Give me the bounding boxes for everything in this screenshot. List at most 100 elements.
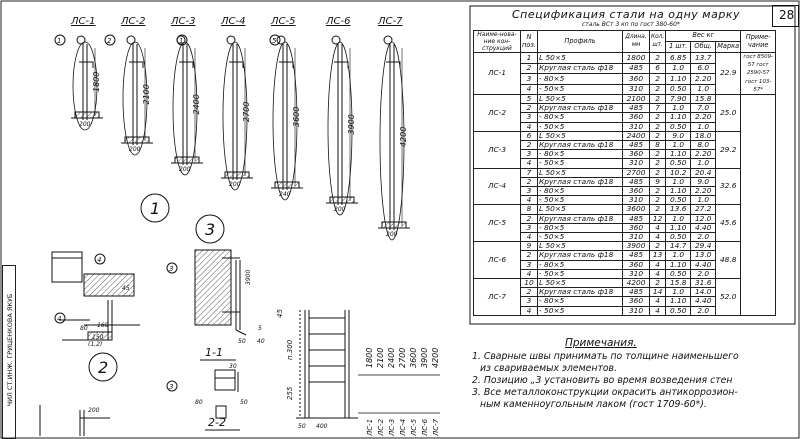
column-mark-label: ЛС-2	[120, 16, 145, 27]
table-cell: 310	[622, 121, 650, 132]
svg-text:45: 45	[122, 285, 130, 292]
table-cell: 360	[622, 73, 650, 85]
table-cell: 1.0	[665, 213, 692, 224]
brand-weight-cell: 45.6	[715, 204, 742, 243]
table-cell: 2	[648, 121, 667, 132]
svg-text:4: 4	[57, 315, 61, 323]
table-cell: 2	[648, 167, 667, 178]
table-cell: 4	[520, 83, 538, 95]
table-cell: 4	[520, 305, 538, 316]
table-cell: 1.10	[665, 73, 692, 85]
table-cell: 3	[520, 259, 538, 270]
column-height: 4200	[399, 127, 408, 147]
svg-text:200: 200	[88, 407, 100, 414]
callout-number: 1	[179, 37, 183, 45]
svg-text:3900: 3900	[245, 270, 252, 285]
table-cell: 1800	[622, 52, 650, 64]
note-line: 3. Все металлоконструкции окрасить антик…	[472, 387, 738, 398]
page-number-box	[772, 5, 799, 27]
table-cell: 6.0	[690, 62, 717, 74]
base-dimension: 240	[279, 191, 291, 198]
note-line: из свариваемых элементов.	[480, 363, 617, 374]
base-dimension: 200	[79, 121, 91, 128]
ladder-mark: ЛС-2	[377, 418, 385, 437]
svg-text:3: 3	[169, 265, 173, 273]
table-cell: Круглая сталь ф18	[537, 250, 623, 261]
column-base-plate	[224, 171, 250, 179]
svg-text:150: 150	[92, 334, 104, 341]
table-cell: 1.10	[665, 296, 692, 307]
page-number: 28	[779, 8, 795, 22]
table-cell: 2.20	[690, 73, 717, 85]
ladder-mark: ЛС-3	[388, 419, 396, 437]
column-mark-label: ЛС-3	[170, 16, 195, 27]
mark-cell: ЛС-7	[473, 278, 521, 316]
table-cell: 310	[622, 158, 650, 169]
table-cell: 4	[520, 158, 538, 169]
column-mark-label: ЛС-5	[270, 16, 295, 27]
table-cell: 10.2	[665, 167, 692, 178]
column-elevations: 2001800200210020024002002700240360020039…	[54, 34, 410, 241]
ladder-height: 2700	[398, 348, 407, 368]
svg-text:п.300: п.300	[286, 339, 294, 360]
table-cell: 1.0	[690, 121, 717, 132]
column-base-plate	[381, 221, 407, 229]
column-mark-label: ЛС-6	[325, 16, 350, 27]
table-cell: 485	[622, 62, 650, 74]
column-outline	[222, 41, 248, 191]
spec-subtitle: сталь ВСт 3 кп по гост 380-60*	[582, 21, 680, 28]
column-top-circle	[276, 35, 286, 45]
table-cell: L 50×5	[537, 52, 623, 64]
ladder-height: 3900	[420, 348, 429, 368]
table-cell: 13.7	[690, 52, 717, 64]
table-cell: 1.10	[665, 112, 692, 123]
svg-text:45: 45	[276, 309, 284, 318]
brand-weight-cell: 22.9	[715, 51, 742, 96]
svg-text:50: 50	[240, 399, 248, 406]
table-cell: - 50×5	[537, 83, 623, 95]
detail-circle-3: 3	[195, 214, 225, 244]
column-top-circle	[331, 35, 341, 45]
brand-weight-cell: 25.0	[715, 94, 742, 132]
table-cell: 1.0	[665, 62, 692, 74]
column-base-plate	[174, 156, 200, 164]
column-height: 3600	[292, 107, 301, 127]
note-line: 1. Сварные швы принимать по толщине наим…	[472, 351, 739, 362]
table-cell: 4	[648, 305, 667, 316]
table-cell: 1.10	[665, 259, 692, 270]
callout-number: 2	[107, 37, 112, 45]
ladder-height: 1800	[365, 348, 374, 368]
svg-text:80: 80	[80, 325, 88, 332]
column-height: 2400	[192, 94, 201, 114]
base-dimension: 200	[129, 146, 141, 153]
detail-circle-1: 1	[140, 193, 170, 223]
col-pos-header: N поз.	[520, 30, 538, 53]
table-cell: 4	[648, 296, 667, 307]
table-cell: 6	[648, 62, 667, 74]
note-cell-empty	[740, 94, 777, 316]
col-profile-header: Профиль	[537, 30, 623, 53]
table-cell: 4	[520, 121, 538, 132]
title-block-stamp: ЧИЛ СТ.ИНЖ. ГРИЦЕНКОВА ЯКУБ	[2, 265, 16, 439]
ladder-elevation	[296, 310, 358, 419]
callout-circle	[54, 34, 66, 46]
table-cell: 12.0	[690, 213, 717, 224]
table-cell: 360	[622, 112, 650, 123]
svg-text:50: 50	[238, 338, 246, 345]
table-cell: 4.40	[690, 296, 717, 307]
base-dimension: 200	[179, 166, 191, 173]
table-cell: 360	[622, 259, 650, 270]
mark-cell: ЛС-3	[473, 130, 521, 169]
ladder-mark: ЛС-5	[410, 418, 418, 437]
table-cell: 2	[520, 250, 538, 261]
table-cell: 8	[520, 204, 538, 215]
brand-weight-cell: 52.0	[715, 278, 742, 316]
col-note-header: Приме-чание	[740, 30, 777, 53]
